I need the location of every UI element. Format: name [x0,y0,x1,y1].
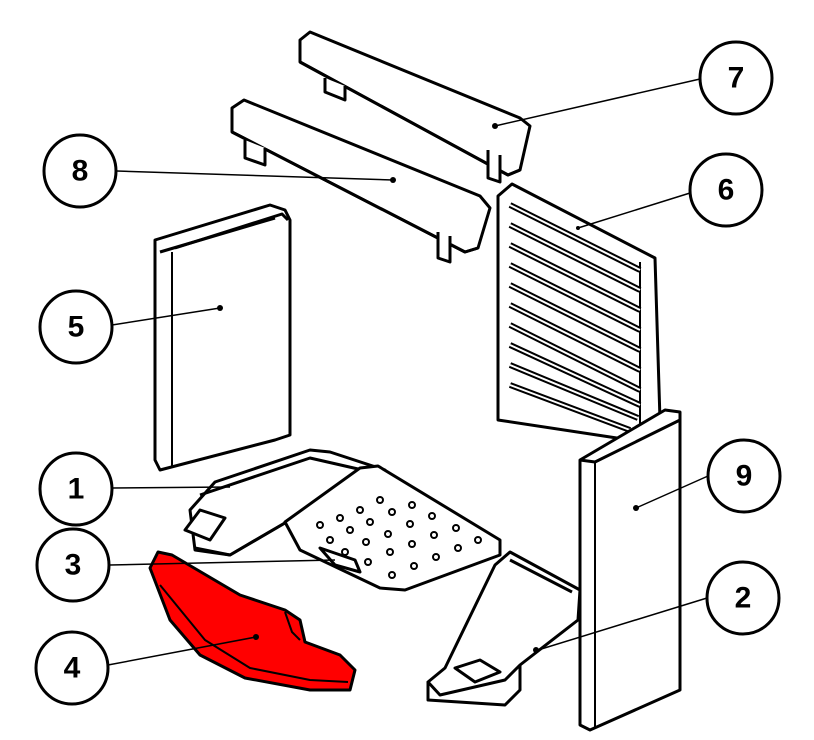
callout-6-label: 6 [718,174,735,207]
callout-4-label: 4 [64,652,81,685]
part-3-grate [283,464,502,592]
callout-8 [42,133,118,209]
part-7-top-baffle [298,30,532,184]
callout-6 [688,152,764,228]
part-2-right-frame [426,550,582,707]
callout-7 [698,40,774,116]
callout-2-label: 2 [735,582,752,615]
part-6-grooved-back-panel [496,182,662,442]
part-4-front-piece-highlighted [148,550,357,692]
callout-9-label: 9 [736,460,753,493]
callout-1 [38,451,114,527]
callout-9 [706,438,782,514]
callout-7-label: 7 [728,62,745,95]
callout-5 [38,289,114,365]
callout-3 [35,527,111,603]
callout-8-label: 8 [72,155,89,188]
part-9-right-panel [578,408,682,732]
callout-4 [34,630,110,706]
callout-5-label: 5 [68,311,85,344]
callout-1-label: 1 [68,473,85,506]
part-8-baffle [230,98,492,264]
leader-lines [107,78,709,666]
part-5-left-panel [153,203,292,472]
callout-3-label: 3 [65,549,82,582]
callout-2 [705,560,781,636]
